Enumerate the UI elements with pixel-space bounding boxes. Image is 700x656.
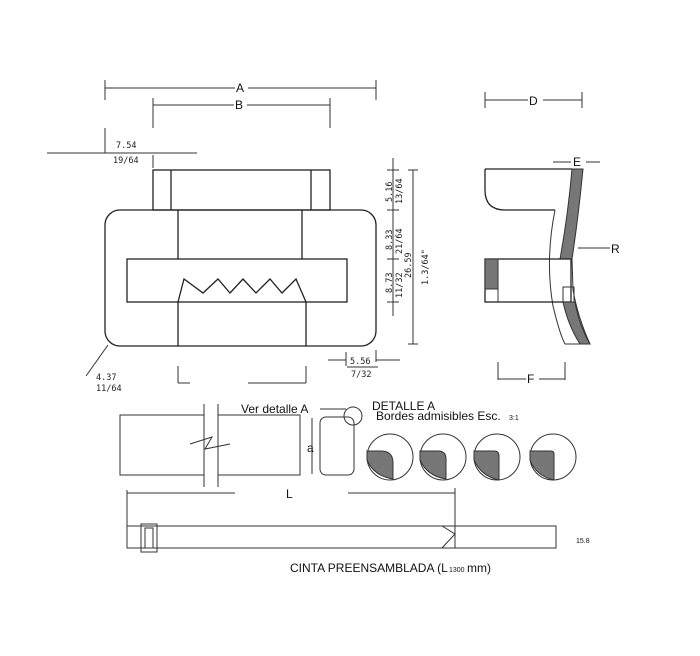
dim-text: 15.8: [576, 538, 590, 545]
bordes-label: Bordes admisibles Esc.: [376, 409, 501, 423]
buckle-side-view: D E R F: [484, 92, 620, 386]
dimension-e-label: E: [573, 155, 581, 169]
dim-text: 8.73: [385, 273, 395, 293]
dimension-a-label: A: [236, 81, 244, 95]
scale-label: 3:1: [509, 415, 519, 422]
dim-text: 1.3/64": [421, 249, 431, 285]
dimension-bottom: [177, 366, 307, 384]
dim-text: 11/32: [395, 272, 405, 298]
dim-text: 19/64: [113, 156, 139, 166]
detail-a: DETALLE A Bordes admisibles Esc. 3:1: [366, 399, 577, 481]
dimension-b-label: B: [235, 98, 243, 112]
dimension-l-label: L: [286, 487, 293, 501]
strap-section-view: Ver detalle A a: [119, 402, 363, 487]
ver-detalle-label: Ver detalle A: [241, 402, 308, 416]
dim-text: 7.54: [116, 141, 136, 151]
dim-text: 21/64: [395, 228, 405, 254]
preassembled-strap: L 15.8 CINTA PREENSAMBLADA (L 1300 mm): [126, 487, 590, 575]
dimension-4-37: 4.37 11/64: [85, 344, 122, 394]
dimension-r-label: R: [611, 242, 620, 256]
vertical-dimensions: 5.16 13/64 8.33 21/64 8.73 11/32 26.59 1…: [385, 158, 431, 345]
dimension-a: A: [104, 80, 377, 100]
dimension-f-label: F: [527, 372, 534, 386]
dim-text: 26.59: [404, 252, 414, 278]
dim-text: 5.56: [350, 357, 370, 367]
detalle-title: DETALLE A: [372, 399, 435, 413]
dim-text: 8.33: [385, 230, 395, 250]
dimension-d-label: D: [529, 94, 538, 108]
dim-text: 11/64: [96, 384, 122, 394]
cinta-length: 1300: [449, 567, 465, 574]
dimension-a-small-label: a: [307, 441, 314, 455]
dimension-7-54: 7.54 19/64: [47, 128, 197, 168]
dim-text: 7/32: [351, 370, 371, 380]
cinta-unit: mm): [467, 561, 491, 575]
dim-text: 4.37: [96, 373, 116, 383]
dim-text: 13/64: [395, 178, 405, 204]
dimension-5-56: 5.56 7/32: [328, 350, 400, 380]
dim-text: 5.16: [385, 182, 395, 202]
buckle-front-view: [104, 169, 377, 347]
cinta-label: CINTA PREENSAMBLADA (L: [290, 561, 448, 575]
dimension-b: B: [152, 98, 331, 128]
